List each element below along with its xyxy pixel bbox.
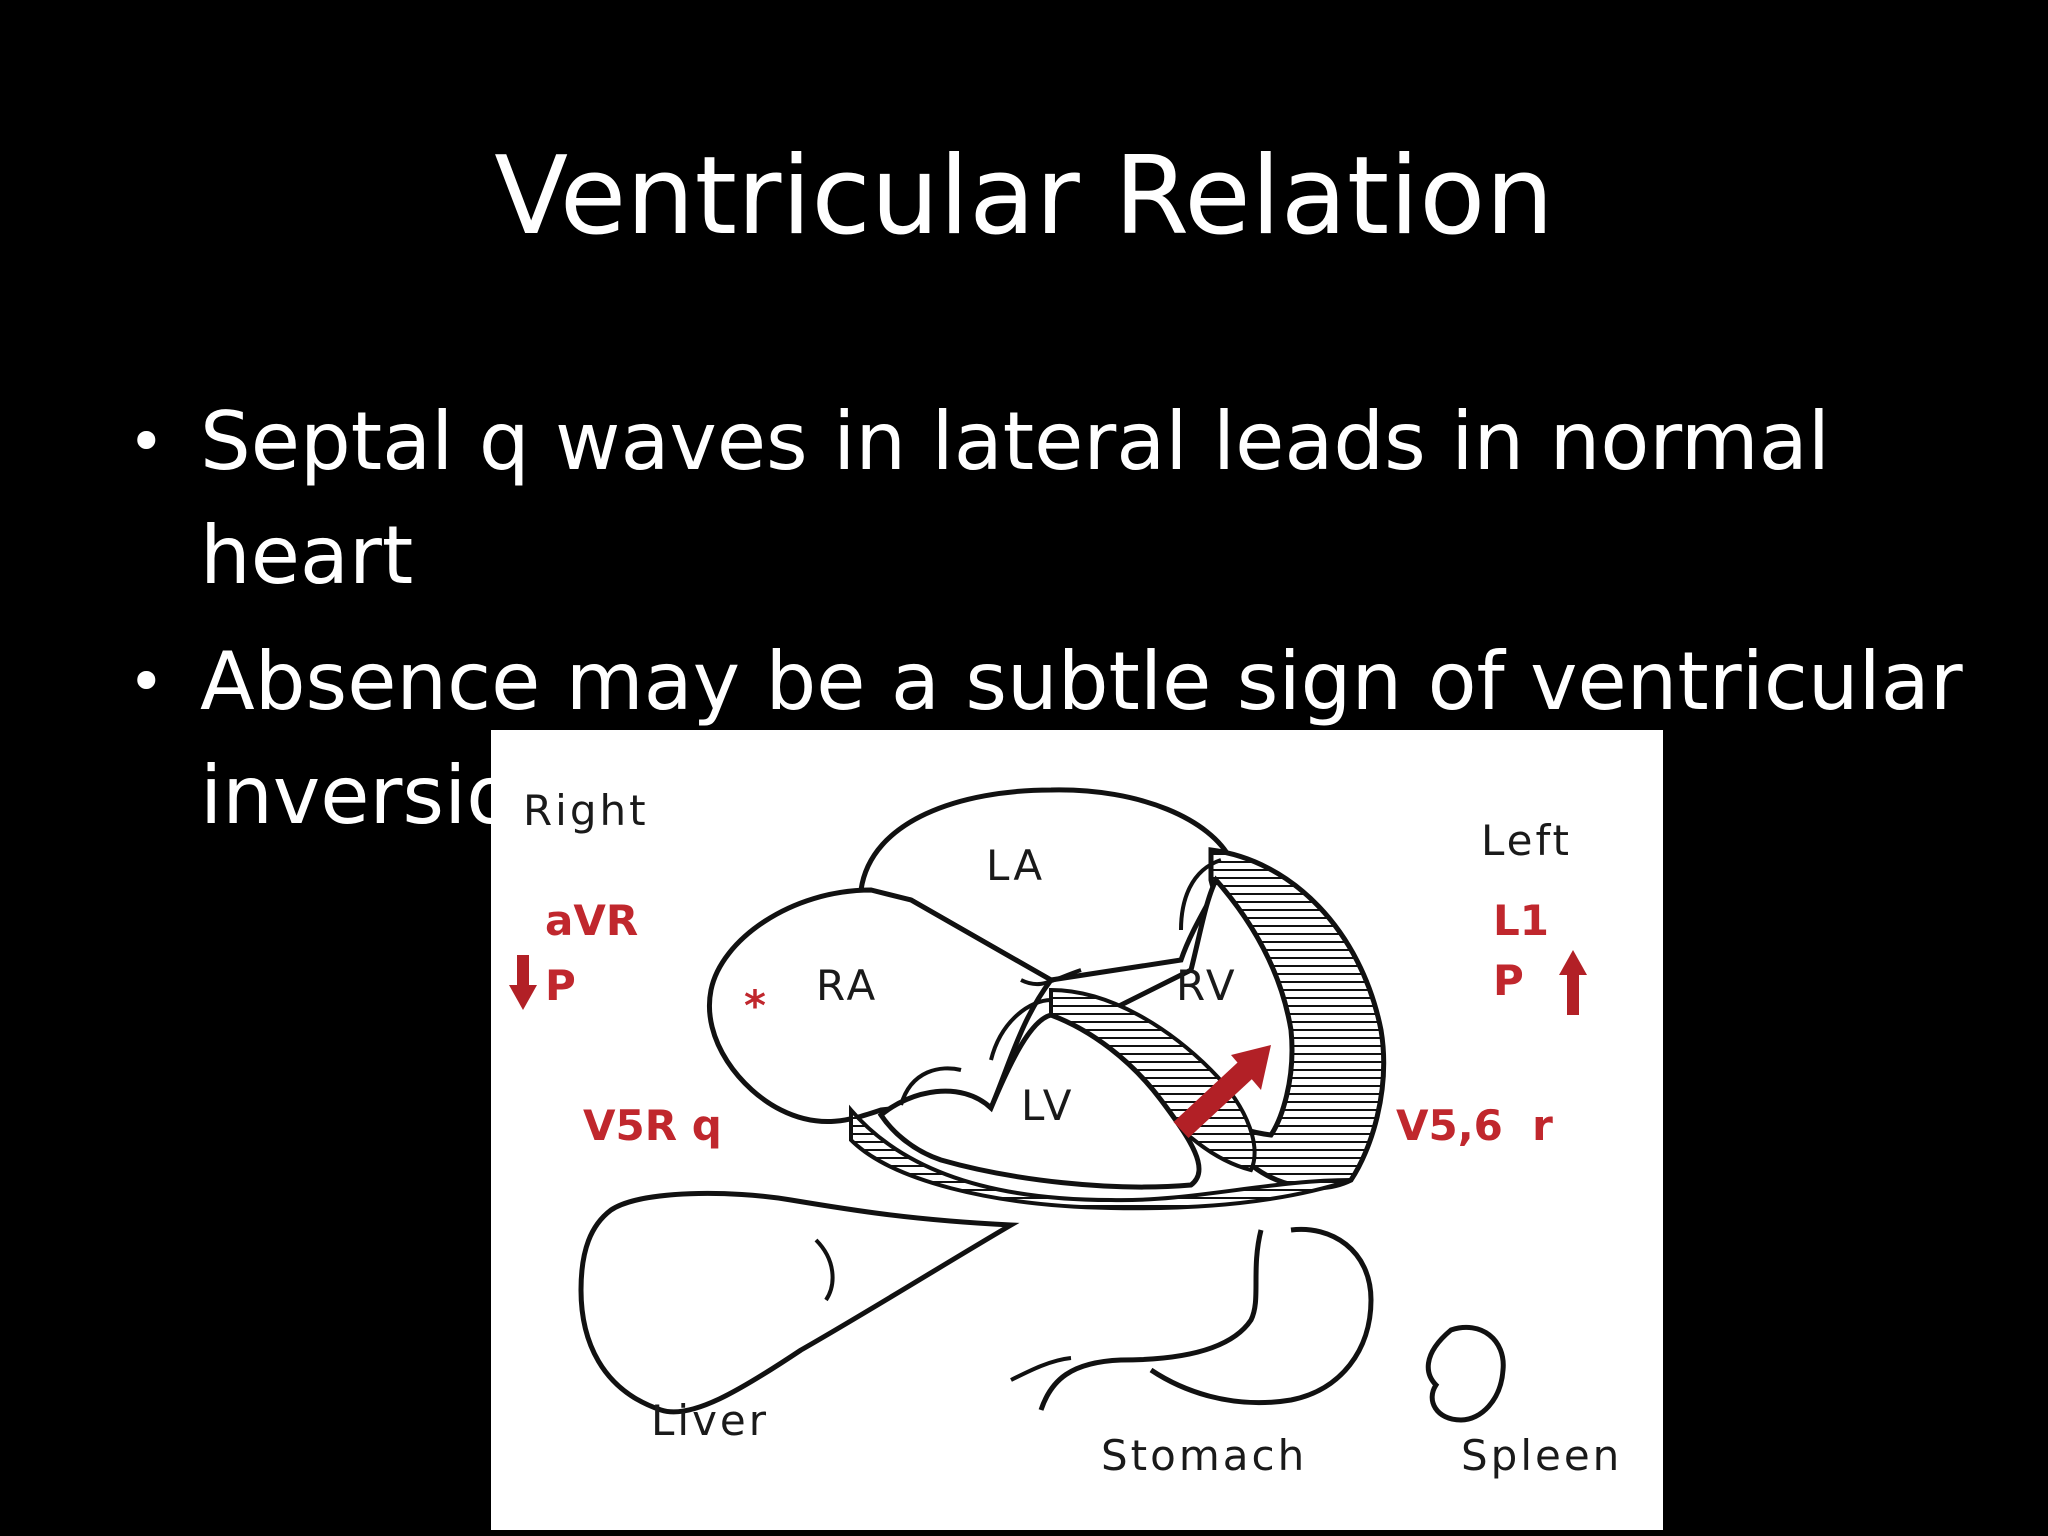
label-lv: LV (1021, 1081, 1075, 1130)
label-l1-p: P (1493, 956, 1524, 1005)
label-spleen: Spleen (1461, 1431, 1622, 1480)
bullet-dot-icon: • (128, 405, 165, 478)
vector-arrow-icon (1173, 1045, 1271, 1139)
bullet-text: Septal q waves in lateral leads in norma… (200, 395, 1830, 602)
label-ra: RA (816, 961, 878, 1010)
heart-diagram: Right Left LA RA RV LV Liver Stomach Spl… (491, 730, 1663, 1530)
left-ventricle-wall (849, 1104, 1352, 1211)
slide-title: Ventricular Relation (494, 134, 1554, 259)
label-la: LA (986, 841, 1045, 890)
bullet-item: • Septal q waves in lateral leads in nor… (120, 385, 1980, 613)
valve-leaflet (1020, 968, 1082, 987)
stomach-rugae (1010, 1356, 1072, 1382)
label-liver: Liver (651, 1396, 769, 1445)
valve-leaflet (899, 1066, 962, 1106)
label-v5r-q: V5R q (583, 1101, 722, 1150)
label-avr-p: P (545, 961, 576, 1010)
bullet-dot-icon: • (128, 645, 165, 718)
left-atrium-shape (858, 787, 1234, 983)
valve-leaflet (1179, 858, 1222, 931)
liver-fissure (814, 1238, 835, 1302)
label-l1: L1 (1493, 896, 1549, 945)
left-ventricle-cavity (877, 1012, 1202, 1190)
spleen-shape (1425, 1324, 1506, 1423)
arrow-down-icon (509, 955, 537, 1010)
label-rv: RV (1176, 961, 1238, 1010)
stomach-shape (1038, 1226, 1374, 1411)
label-stomach: Stomach (1101, 1431, 1307, 1480)
label-asterisk: * (744, 981, 766, 1030)
label-avr: aVR (545, 896, 638, 945)
label-v56-r: V5,6 r (1396, 1101, 1553, 1150)
liver-shape (578, 1190, 1020, 1415)
label-right: Right (523, 786, 649, 835)
valve-leaflet (989, 998, 1052, 1061)
arrow-up-icon (1559, 950, 1587, 1015)
label-left: Left (1481, 816, 1572, 865)
